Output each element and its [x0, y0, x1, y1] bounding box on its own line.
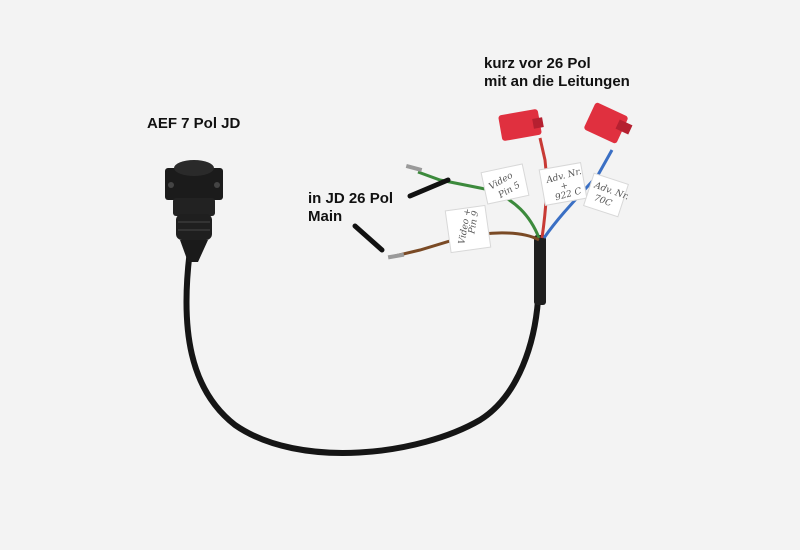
green-pin-terminal	[405, 163, 423, 173]
brown-pin-terminal	[387, 252, 405, 260]
svg-text:+: +	[560, 181, 570, 193]
pointer-line	[352, 223, 385, 253]
connector-label: AEF 7 Pol JD	[147, 115, 241, 132]
main-cable	[183, 242, 544, 456]
aef-connector-icon	[165, 160, 223, 262]
green-wire-tag: Video Pin 5	[480, 163, 530, 205]
red-splice-connector-icon	[498, 109, 544, 141]
heat-shrink-sleeve	[534, 235, 546, 305]
main-pins-label: in JD 26 Pol Main	[308, 190, 394, 225]
red-splice-connector-icon	[584, 102, 633, 144]
splice-label: kurz vor 26 Pol mit an die Leitungen	[484, 55, 630, 90]
brown-wire-tag: Video + Pin 9	[444, 204, 492, 254]
red-wire-tag: Adv. Nr. + 922 C	[538, 162, 588, 206]
pointer-line	[407, 177, 451, 199]
svg-text:Pin 9: Pin 9	[467, 210, 481, 236]
blue-wire-tag: Adv. Nr. 70C	[582, 172, 630, 218]
